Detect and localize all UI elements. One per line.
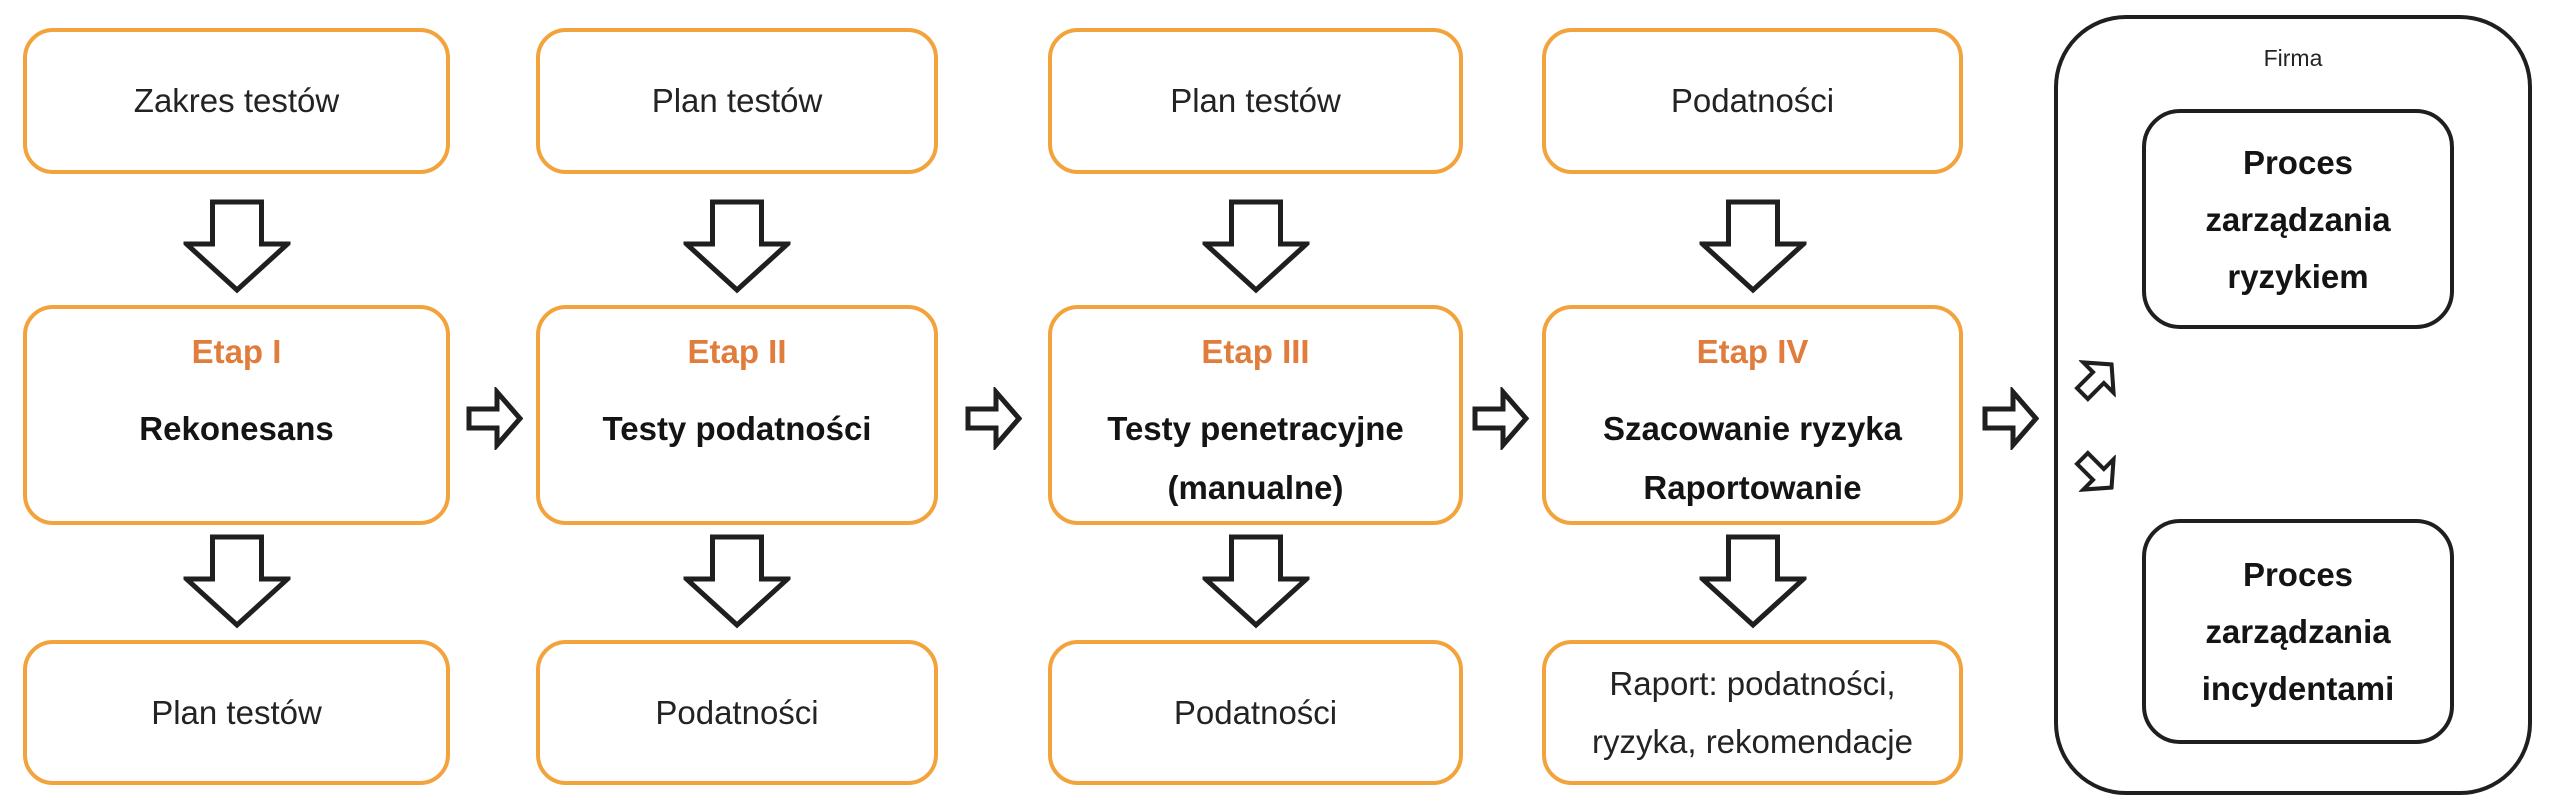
col2-input-box: Plan testów bbox=[536, 28, 938, 174]
col4-output-label: Raport: podatności, ryzyka, rekomendacje bbox=[1592, 664, 1913, 760]
col2-output-box: Podatności bbox=[536, 640, 938, 785]
incident-management-process-box: Proces zarządzania incydentami bbox=[2142, 519, 2454, 744]
down-arrow-icon bbox=[183, 533, 290, 630]
col1-stage-title: Etap I bbox=[191, 333, 282, 370]
risk-management-process-box: Proces zarządzania ryzykiem bbox=[2142, 109, 2454, 329]
right-arrow-icon bbox=[965, 387, 1022, 450]
col3-stage-title: Etap III bbox=[1201, 333, 1310, 370]
col4-stage-activity: Szacowanie ryzyka Raportowanie bbox=[1603, 410, 1902, 506]
col3-output-box: Podatności bbox=[1048, 640, 1463, 785]
stage-column-2: Plan testów Etap II Testy podatności Pod… bbox=[536, 0, 938, 804]
down-right-arrow-icon bbox=[2062, 438, 2131, 507]
col2-stage-box: Etap II Testy podatności bbox=[536, 305, 938, 525]
col4-input-label: Podatności bbox=[1670, 82, 1835, 119]
down-arrow-icon bbox=[1202, 198, 1309, 295]
down-arrow-icon bbox=[1699, 198, 1806, 295]
stage-column-3: Plan testów Etap III Testy penetracyjne … bbox=[1048, 0, 1463, 804]
down-arrow-icon bbox=[684, 198, 791, 295]
col2-stage-activity: Testy podatności bbox=[602, 410, 872, 447]
col2-output-label: Podatności bbox=[655, 693, 819, 731]
right-arrow-icon bbox=[1982, 387, 2039, 450]
col4-input-box: Podatności bbox=[1542, 28, 1963, 174]
col3-output-label: Podatności bbox=[1173, 693, 1338, 731]
incident-management-process-label: Proces zarządzania incydentami bbox=[2201, 556, 2395, 707]
col1-input-box: Zakres testów bbox=[23, 28, 450, 174]
col4-output-box: Raport: podatności, ryzyka, rekomendacje bbox=[1542, 640, 1963, 785]
col4-stage-title: Etap IV bbox=[1696, 333, 1809, 370]
right-arrow-icon bbox=[466, 387, 523, 450]
col3-input-box: Plan testów bbox=[1048, 28, 1463, 174]
col1-stage-activity: Rekonesans bbox=[139, 410, 334, 447]
col3-stage-box: Etap III Testy penetracyjne (manualne) bbox=[1048, 305, 1463, 525]
down-arrow-icon bbox=[1699, 533, 1806, 630]
down-arrow-icon bbox=[183, 198, 290, 295]
col2-input-label: Plan testów bbox=[651, 82, 823, 119]
col2-stage-title: Etap II bbox=[687, 333, 787, 370]
right-arrow-icon bbox=[1472, 387, 1529, 450]
col1-output-box: Plan testów bbox=[23, 640, 450, 785]
company-container: Firma Proces zarządzania ryzykiem Proces… bbox=[2054, 15, 2532, 795]
col1-input-label: Zakres testów bbox=[133, 82, 340, 119]
stage-column-1: Zakres testów Etap I Rekonesans Plan tes… bbox=[23, 0, 450, 804]
col3-stage-activity: Testy penetracyjne (manualne) bbox=[1107, 410, 1404, 506]
col4-stage-box: Etap IV Szacowanie ryzyka Raportowanie bbox=[1542, 305, 1963, 525]
col1-output-label: Plan testów bbox=[151, 693, 322, 731]
col1-stage-box: Etap I Rekonesans bbox=[23, 305, 450, 525]
up-right-arrow-icon bbox=[2062, 344, 2131, 413]
down-arrow-icon bbox=[1202, 533, 1309, 630]
company-title: Firma bbox=[2263, 45, 2323, 71]
stage-column-4: Podatności Etap IV Szacowanie ryzyka Rap… bbox=[1542, 0, 1963, 804]
col3-input-label: Plan testów bbox=[1170, 82, 1341, 119]
risk-management-process-label: Proces zarządzania ryzykiem bbox=[2205, 143, 2391, 295]
down-arrow-icon bbox=[684, 533, 791, 630]
